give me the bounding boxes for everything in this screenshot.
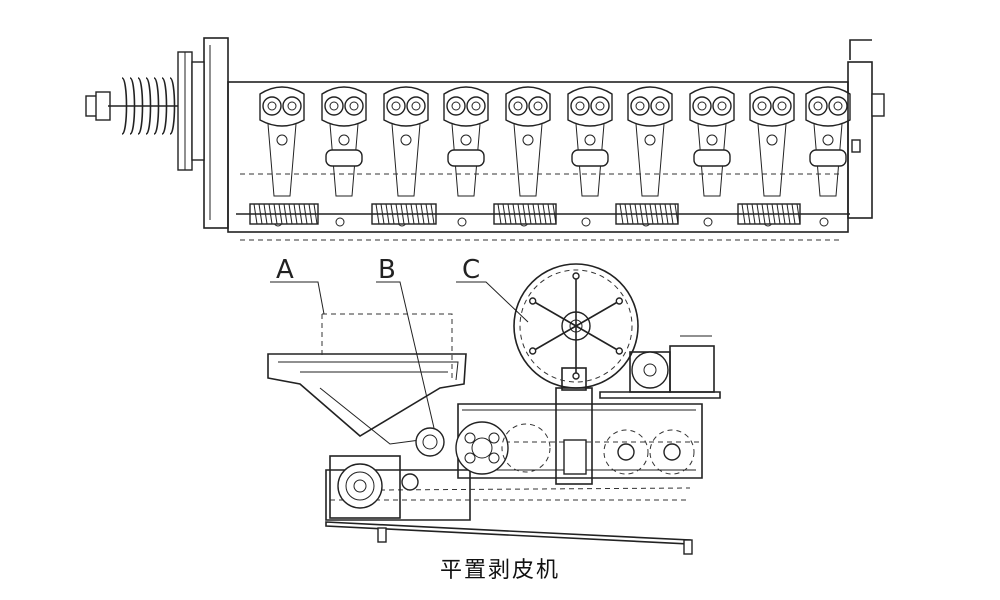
roller-hub: [267, 101, 277, 111]
top-view-drawing: [85, 37, 885, 241]
roller: [570, 96, 590, 116]
pivot-bolt: [766, 134, 778, 146]
roller-hub: [813, 101, 823, 111]
roller-hub: [697, 101, 707, 111]
roller: [466, 96, 486, 116]
spoke-end: [615, 347, 624, 355]
clamp-block: [809, 149, 847, 167]
roller-hub: [329, 101, 339, 111]
spring-coil: [153, 77, 160, 135]
roller: [692, 96, 712, 116]
pivot-bolt: [460, 134, 472, 146]
spoke: [575, 300, 620, 327]
arm-bracket: [513, 123, 543, 197]
roller: [344, 96, 364, 116]
roller-hub: [391, 101, 401, 111]
clamp-block: [571, 149, 609, 167]
spoke-end: [528, 347, 537, 355]
bottom-bolt: [703, 217, 713, 227]
spring-coil: [145, 77, 152, 135]
roller: [386, 96, 406, 116]
roller-hub: [655, 101, 665, 111]
spring-coil: [169, 77, 176, 135]
roller: [528, 96, 548, 116]
pivot-bolt: [644, 134, 656, 146]
roller-hub: [411, 101, 421, 111]
roller: [282, 96, 302, 116]
arm-bracket: [757, 123, 787, 197]
bottom-bolt: [819, 217, 829, 227]
spoke: [532, 300, 577, 327]
arm-bracket: [391, 123, 421, 197]
spoke-end: [572, 272, 580, 280]
spring-coil: [161, 77, 168, 135]
bottom-bolt: [581, 217, 591, 227]
roller: [752, 96, 772, 116]
roller-hub: [717, 101, 727, 111]
roller-row: [259, 86, 851, 227]
spoke: [532, 325, 577, 352]
roller: [262, 96, 282, 116]
clamp-block: [447, 149, 485, 167]
roller-hub: [471, 101, 481, 111]
roller-hub: [513, 101, 523, 111]
pivot-bolt: [706, 134, 718, 146]
spring-coil: [137, 77, 144, 135]
roller: [808, 96, 828, 116]
roller: [446, 96, 466, 116]
pivot-bolt: [276, 134, 288, 146]
roller: [508, 96, 528, 116]
figure-caption: 平置剥皮机: [439, 558, 560, 583]
bottom-bolt: [335, 217, 345, 227]
roller: [406, 96, 426, 116]
pivot-bolt: [822, 134, 834, 146]
label-c: C: [462, 255, 480, 285]
roller: [772, 96, 792, 116]
roller: [630, 96, 650, 116]
roller-hub: [287, 101, 297, 111]
pivot-bolt: [584, 134, 596, 146]
clamp-block: [325, 149, 363, 167]
roller-hub: [635, 101, 645, 111]
roller: [828, 96, 848, 116]
roller-hub: [595, 101, 605, 111]
roller-hub: [777, 101, 787, 111]
label-a: A: [276, 255, 294, 285]
spoke-end: [528, 297, 537, 305]
roller: [590, 96, 610, 116]
roller-hub: [833, 101, 843, 111]
roller: [324, 96, 344, 116]
roller-hub: [451, 101, 461, 111]
spring-coil: [129, 77, 136, 135]
bottom-bolt: [457, 217, 467, 227]
arm-bracket: [267, 123, 297, 197]
label-b: B: [378, 255, 396, 285]
roller: [650, 96, 670, 116]
wheel-spokes: [528, 272, 624, 380]
pivot-bolt: [400, 134, 412, 146]
arm-bracket: [635, 123, 665, 197]
spoke: [575, 325, 620, 352]
pivot-bolt: [338, 134, 350, 146]
clamp-block: [693, 149, 731, 167]
spoke-end: [572, 372, 580, 380]
spoke-end: [615, 297, 624, 305]
roller: [712, 96, 732, 116]
spring-coil: [121, 77, 128, 135]
side-view-drawing: [267, 263, 721, 555]
roller-hub: [533, 101, 543, 111]
roller-hub: [757, 101, 767, 111]
roller-hub: [575, 101, 585, 111]
roller-hub: [349, 101, 359, 111]
pivot-bolt: [522, 134, 534, 146]
